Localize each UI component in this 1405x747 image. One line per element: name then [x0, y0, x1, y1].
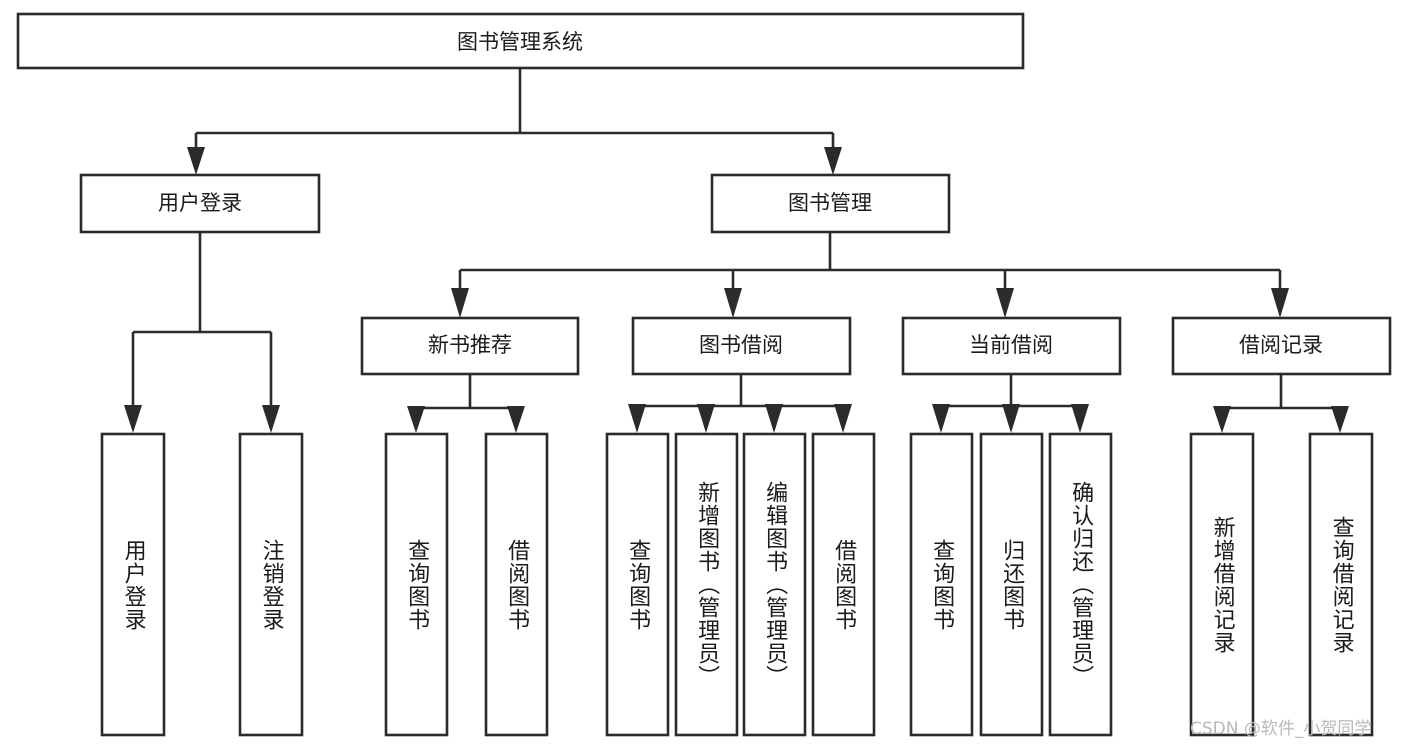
- arrow-leaf-query-book-3: [932, 404, 950, 433]
- user-login-box[interactable]: [79, 173, 321, 234]
- arrow-leaf-query-book-1: [407, 406, 425, 433]
- node-book-borrow[interactable]: 图书借阅: [631, 316, 852, 376]
- leaf-logout-box[interactable]: [238, 432, 304, 737]
- arrow-leaf-query-book-2: [628, 404, 646, 433]
- arrow-leaf-return-book: [1002, 404, 1020, 433]
- arrow-leaf-add-book: [697, 404, 715, 433]
- arrow-book-borrow: [724, 288, 742, 318]
- leaf-user-login-box[interactable]: [100, 432, 166, 737]
- leaf-layer: [100, 432, 1374, 737]
- book-borrow-label: 图书借阅: [699, 333, 783, 357]
- arrow-new-book-rec: [451, 288, 469, 318]
- new-book-rec-label: 新书推荐: [428, 333, 512, 357]
- node-root[interactable]: 图书管理系统: [16, 12, 1025, 70]
- arrow-leaf-edit-book: [765, 404, 783, 433]
- arrow-leaf-add-record: [1213, 406, 1231, 433]
- node-current-borrow[interactable]: 当前借阅: [901, 316, 1122, 376]
- new-book-rec-box[interactable]: [360, 316, 580, 376]
- borrow-record-label: 借阅记录: [1239, 333, 1323, 357]
- book-borrow-box[interactable]: [631, 316, 852, 376]
- arrow-borrow-record: [1271, 288, 1289, 318]
- connector-layer: [124, 68, 1349, 433]
- node-user-login[interactable]: 用户登录: [79, 173, 321, 234]
- leaf-confirm-return-box[interactable]: [1048, 432, 1113, 737]
- arrow-leaf-borrow-book-2: [834, 404, 852, 433]
- root-label: 图书管理系统: [457, 30, 583, 54]
- user-login-label: 用户登录: [158, 191, 242, 215]
- arrow-book-manage: [824, 147, 842, 175]
- leaf-query-book-1-box[interactable]: [384, 432, 449, 737]
- root-box[interactable]: [16, 12, 1025, 70]
- current-borrow-box[interactable]: [901, 316, 1122, 376]
- borrow-record-box[interactable]: [1171, 316, 1392, 376]
- arrow-leaf-query-record: [1331, 406, 1349, 433]
- leaf-return-book-box[interactable]: [979, 432, 1044, 737]
- arrow-leaf-user-login: [124, 405, 142, 433]
- leaf-query-book-2-box[interactable]: [605, 432, 670, 737]
- arrow-current-borrow: [996, 288, 1014, 318]
- leaf-borrow-book-2-box[interactable]: [811, 432, 876, 737]
- arrow-leaf-confirm-return: [1071, 404, 1089, 433]
- leaf-query-book-3-box[interactable]: [909, 432, 974, 737]
- book-manage-label: 图书管理: [788, 191, 872, 215]
- leaf-edit-book-box[interactable]: [742, 432, 807, 737]
- current-borrow-label: 当前借阅: [969, 333, 1053, 357]
- arrow-user-login: [187, 147, 205, 175]
- leaf-query-record-box[interactable]: [1308, 432, 1374, 737]
- leaf-add-book-box[interactable]: [674, 432, 739, 737]
- arrow-leaf-borrow-book-1: [507, 406, 525, 433]
- leaf-borrow-book-1-box[interactable]: [484, 432, 549, 737]
- leaf-add-record-box[interactable]: [1189, 432, 1255, 737]
- arrow-leaf-logout: [262, 405, 280, 433]
- book-manage-box[interactable]: [710, 173, 951, 234]
- node-new-book-rec[interactable]: 新书推荐: [360, 316, 580, 376]
- node-book-manage[interactable]: 图书管理: [710, 173, 951, 234]
- csdn-watermark: CSDN @软件_小贺同学: [1190, 719, 1372, 739]
- node-borrow-record[interactable]: 借阅记录: [1171, 316, 1392, 376]
